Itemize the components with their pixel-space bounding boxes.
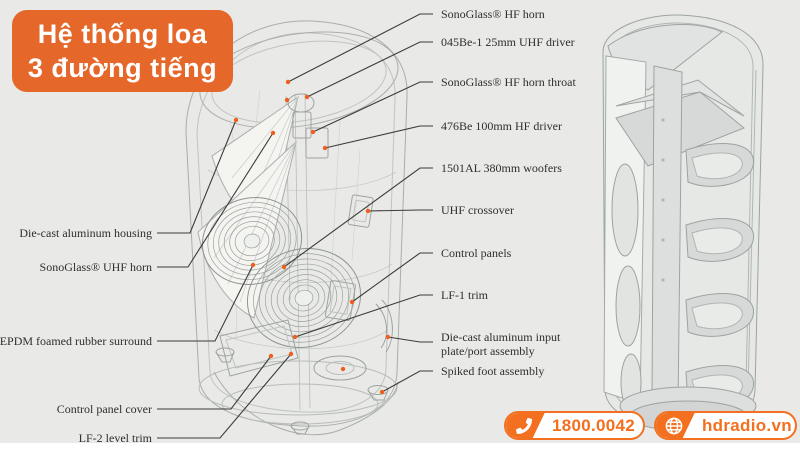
hotline-badge[interactable]: 1800.0042: [504, 411, 645, 440]
label-hf-driver: 476Be 100mm HF driver: [441, 119, 562, 133]
leader-dots: [233, 79, 391, 395]
title-badge: Hệ thống loa 3 đường tiếng: [12, 10, 233, 92]
website-url: hdradio.vn: [702, 415, 792, 435]
label-aluminum-housing: Die-cast aluminum housing: [19, 226, 152, 240]
label-lf2-trim: LF-2 level trim: [78, 431, 152, 445]
label-lf1-trim: LF-1 trim: [441, 288, 488, 302]
leader-lines: [157, 13, 433, 439]
label-uhf-driver: 045Be-1 25mm UHF driver: [441, 35, 575, 49]
label-uhf-crossover: UHF crossover: [441, 203, 514, 217]
speaker-cutaway-wireframe: [185, 20, 408, 436]
bottom-white-strip: [0, 443, 800, 450]
globe-icon: [656, 413, 695, 438]
hotline-number: 1800.0042: [552, 415, 636, 435]
phone-icon: [506, 413, 545, 438]
label-control-panels: Control panels: [441, 246, 512, 260]
label-woofers: 1501AL 380mm woofers: [441, 161, 562, 175]
label-input-plate: Die-cast aluminum input plate/port assem…: [441, 330, 561, 358]
label-hf-horn: SonoGlass® HF horn: [441, 7, 545, 21]
label-spiked-foot: Spiked foot assembly: [441, 364, 545, 378]
title-line-2: 3 đường tiếng: [27, 53, 218, 83]
label-hf-horn-throat: SonoGlass® HF horn throat: [441, 75, 576, 89]
speaker-3d-render: [602, 14, 764, 432]
label-epdm-surround: EPDM foamed rubber surround: [0, 334, 152, 348]
label-uhf-horn: SonoGlass® UHF horn: [39, 260, 152, 274]
woofer-2: [246, 247, 362, 349]
label-panel-cover: Control panel cover: [56, 402, 152, 416]
title-line-1: Hệ thống loa: [37, 19, 208, 49]
website-badge[interactable]: hdradio.vn: [654, 411, 797, 440]
woofer-1: [201, 197, 303, 285]
